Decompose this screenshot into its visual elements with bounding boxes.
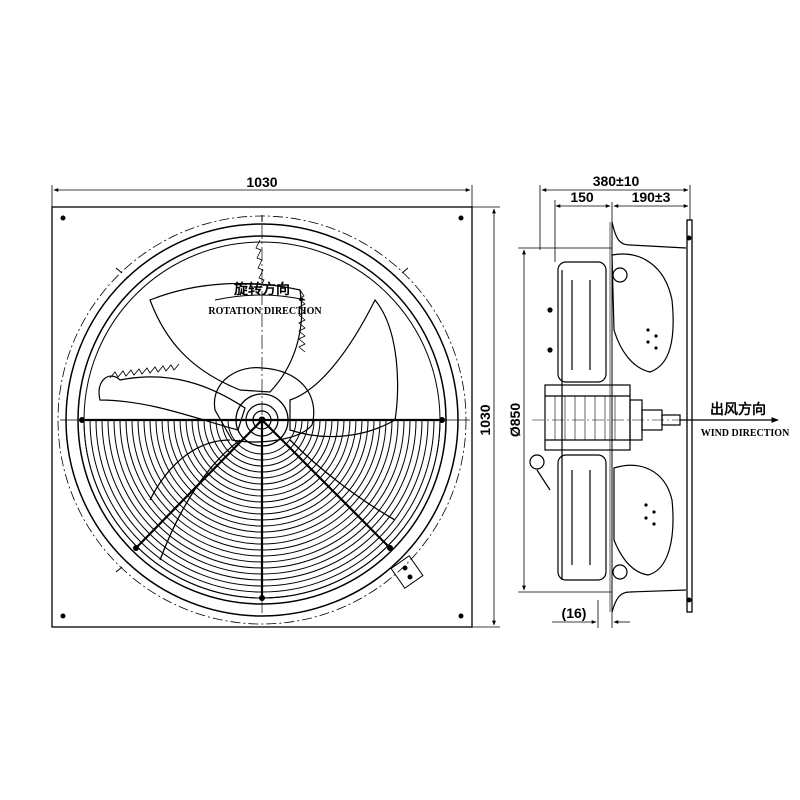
terminal-box <box>390 555 424 589</box>
side-view: 出风方向 WIND DIRECTION 380±10 150 190±3 Ø85… <box>507 173 790 628</box>
depth-label: 380±10 <box>593 173 640 189</box>
strut-ends <box>79 417 445 601</box>
bolt-marks <box>115 215 409 573</box>
depth-dimension: 380±10 150 190±3 <box>539 173 691 262</box>
inner-right-label: 190±3 <box>632 189 671 205</box>
venturi-shroud <box>611 221 687 613</box>
offset-label: (16) <box>562 605 587 621</box>
offset-dimension: (16) <box>552 600 630 628</box>
corner-holes <box>60 215 464 619</box>
wind-label-en: WIND DIRECTION <box>701 428 790 439</box>
rotation-label-cn: 旋转方向 <box>233 281 290 298</box>
rotation-label-en: ROTATION DIRECTION <box>208 306 322 317</box>
mounting-plate <box>51 206 473 628</box>
width-dimension: 1030 <box>51 174 473 207</box>
fan-blades <box>98 239 399 438</box>
width-label: 1030 <box>246 174 277 190</box>
height-label: 1030 <box>477 404 493 435</box>
diameter-dimension: Ø850 <box>507 247 612 593</box>
height-dimension: 1030 <box>472 206 500 628</box>
inner-left-label: 150 <box>570 189 594 205</box>
side-blades <box>611 253 674 580</box>
grille-struts <box>85 418 440 598</box>
side-guard <box>547 261 607 581</box>
diameter-label: Ø850 <box>507 403 523 437</box>
wind-label-cn: 出风方向 <box>710 401 766 418</box>
side-plate <box>686 219 693 613</box>
front-view: 旋转方向 ROTATION DIRECTION 1030 1030 <box>51 174 500 628</box>
